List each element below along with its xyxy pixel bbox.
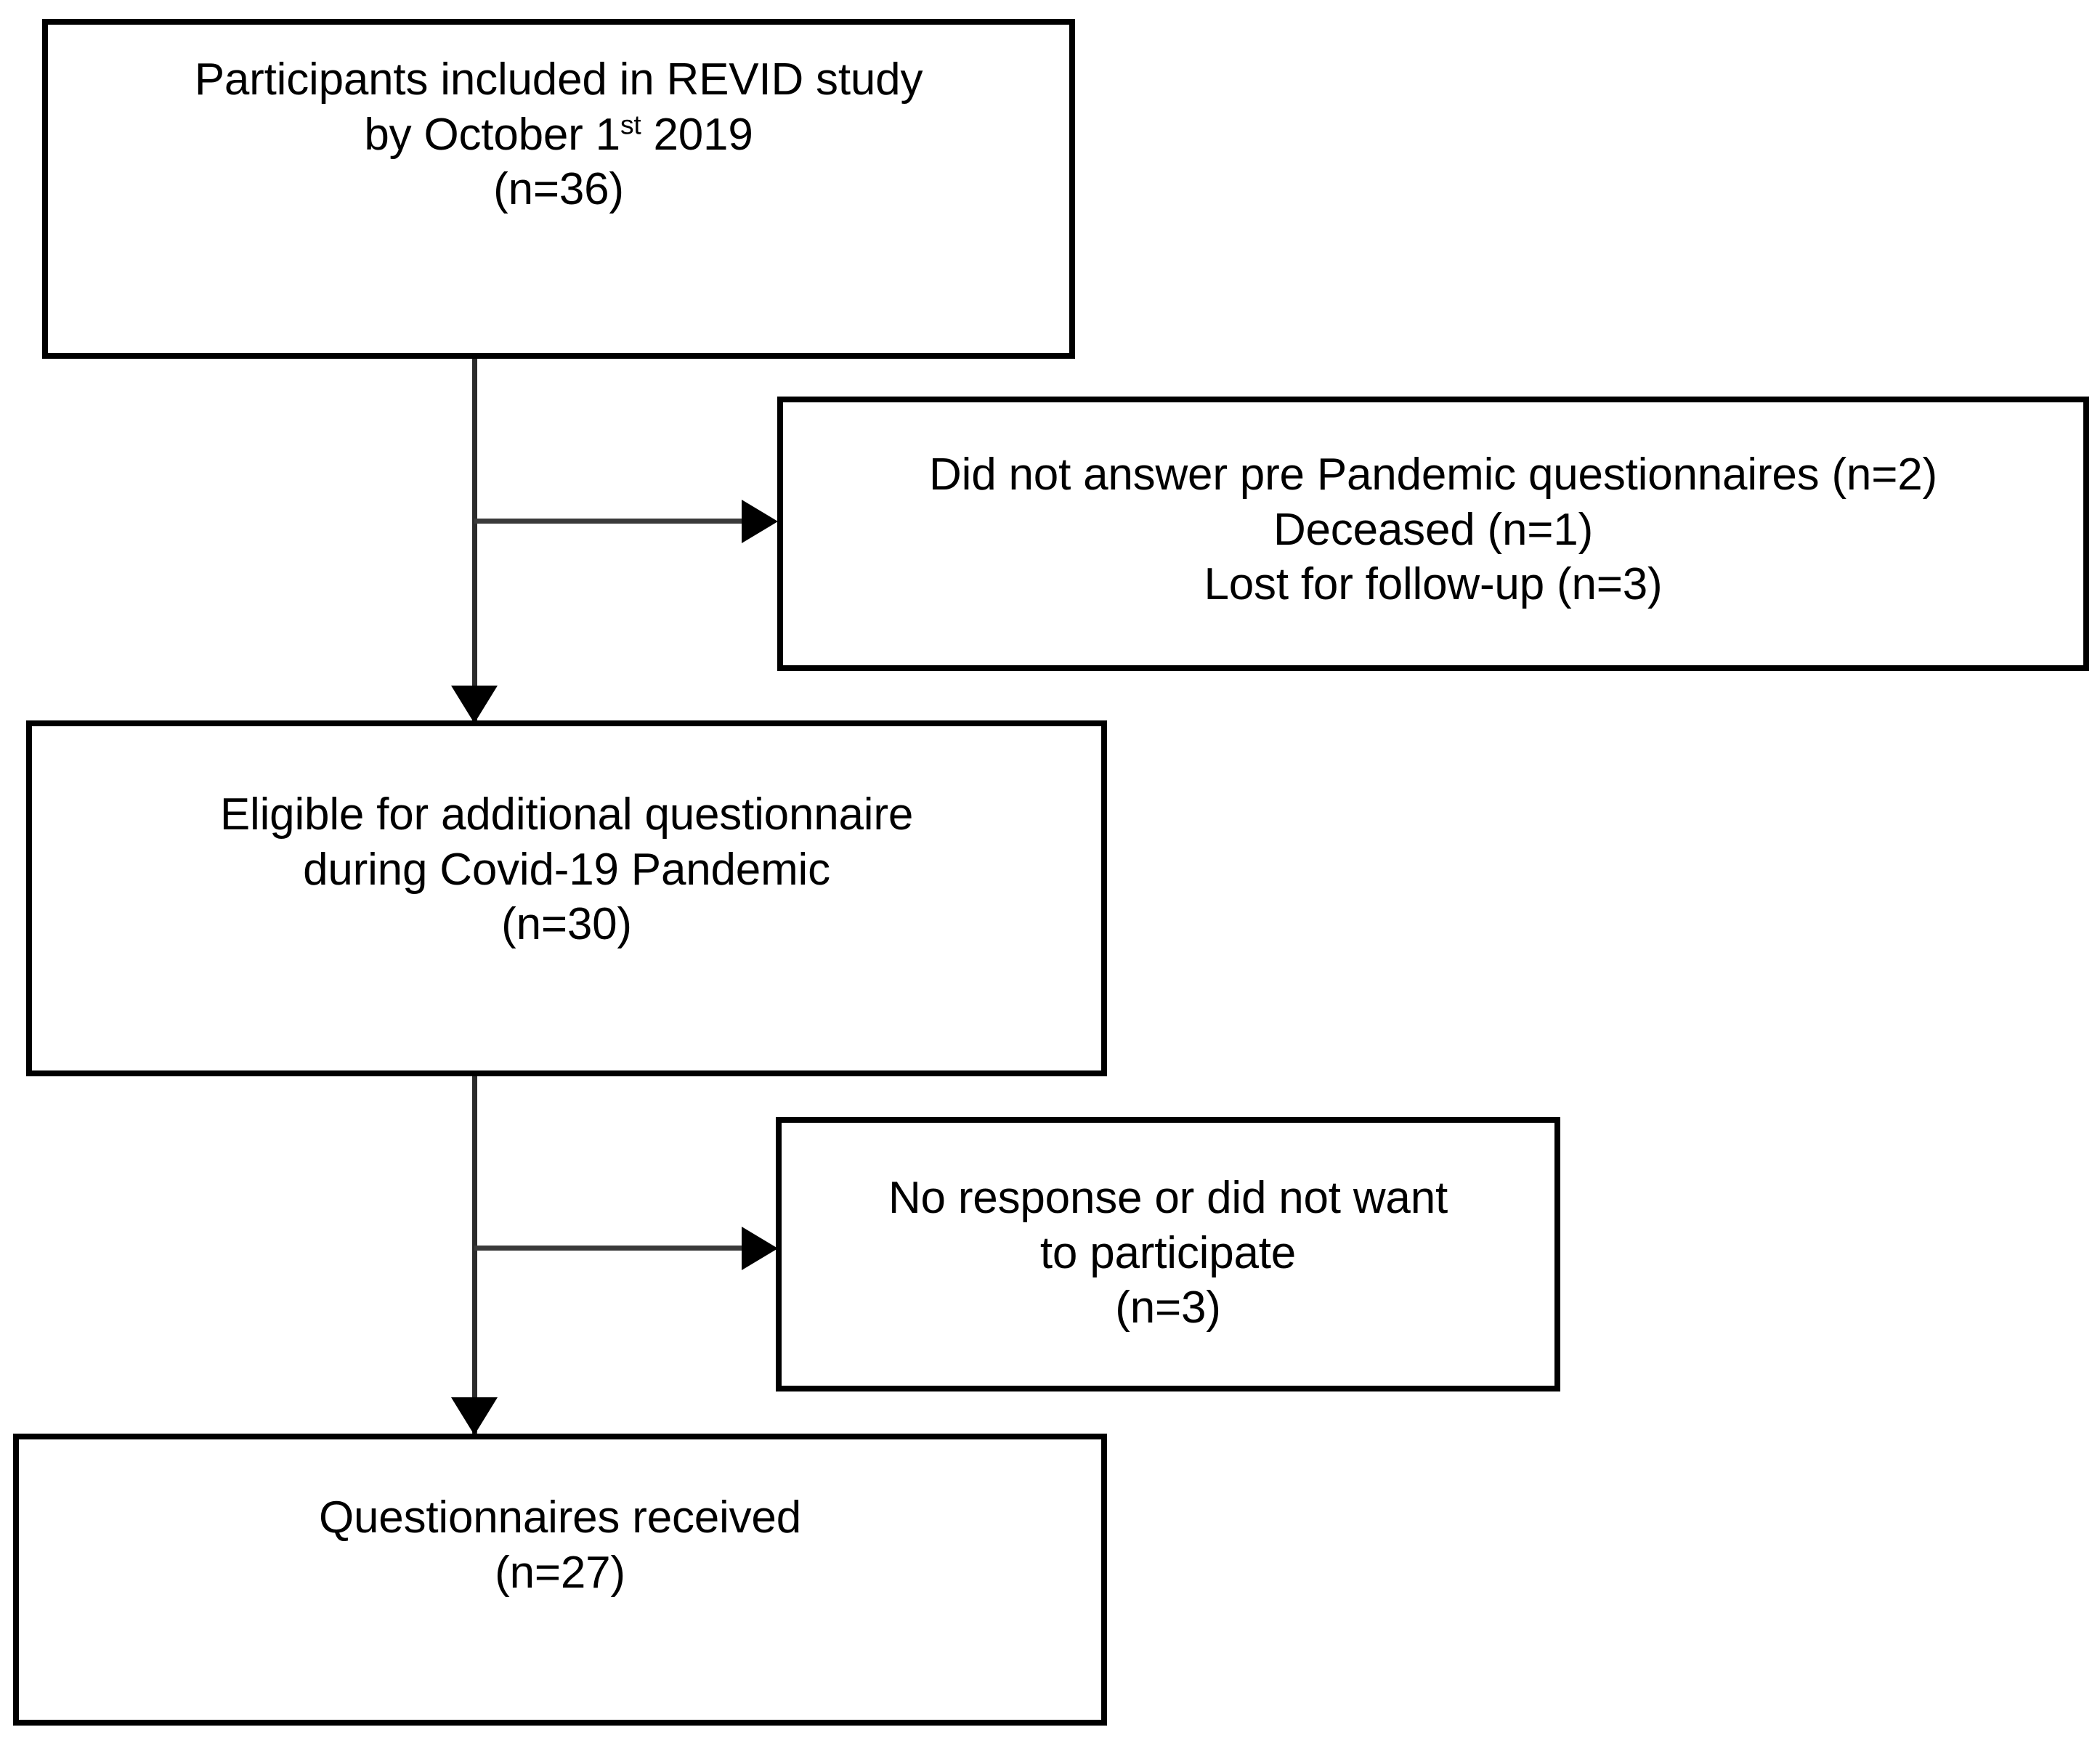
flow-node-excluded-pre-pandemic: Did not answer pre Pandemic questionnair… <box>777 397 2089 671</box>
connector-included-to-excluded-pre <box>474 519 759 524</box>
node-no-response-line-1: No response or did not want <box>888 1173 1448 1223</box>
node-eligible-line-2: during Covid-19 Pandemic <box>303 844 830 895</box>
node-included-date-suffix: 2019 <box>641 109 753 160</box>
node-eligible-line-1: Eligible for additional questionnaire <box>219 789 914 840</box>
flow-node-questionnaires-received: Questionnaires received (n=27) <box>13 1434 1107 1726</box>
node-included-line-2: by October 1st 2019 <box>364 107 753 163</box>
arrowhead-right-to-no-response-icon <box>742 1227 778 1270</box>
node-excluded-pre-line-3: Lost for follow-up (n=3) <box>1204 559 1663 610</box>
node-included-date-prefix: by October 1 <box>364 109 620 160</box>
node-included-date-superscript: st <box>620 108 641 139</box>
arrowhead-down-to-eligible-icon <box>451 686 498 723</box>
flow-node-eligible-additional-questionnaire: Eligible for additional questionnaire du… <box>26 720 1107 1076</box>
node-excluded-pre-line-1: Did not answer pre Pandemic questionnair… <box>929 450 1937 500</box>
flow-node-participants-included: Participants included in REVID study by … <box>42 19 1075 359</box>
node-received-count: (n=27) <box>495 1547 625 1598</box>
flow-node-no-response: No response or did not want to participa… <box>776 1117 1560 1391</box>
connector-eligible-to-no-response <box>474 1246 759 1251</box>
arrowhead-down-to-received-icon <box>451 1397 498 1435</box>
node-eligible-count: (n=30) <box>501 899 632 950</box>
connector-eligible-to-received <box>472 1073 477 1438</box>
node-excluded-pre-line-2: Deceased (n=1) <box>1273 504 1594 555</box>
node-received-line-1: Questionnaires received <box>319 1492 801 1543</box>
node-included-count: (n=36) <box>493 164 624 215</box>
node-no-response-count: (n=3) <box>1115 1283 1221 1333</box>
node-included-line-1: Participants included in REVID study <box>194 54 923 105</box>
node-no-response-line-2: to participate <box>1039 1227 1297 1278</box>
arrowhead-right-to-excluded-pre-icon <box>742 500 778 543</box>
connector-included-to-eligible <box>472 356 477 725</box>
